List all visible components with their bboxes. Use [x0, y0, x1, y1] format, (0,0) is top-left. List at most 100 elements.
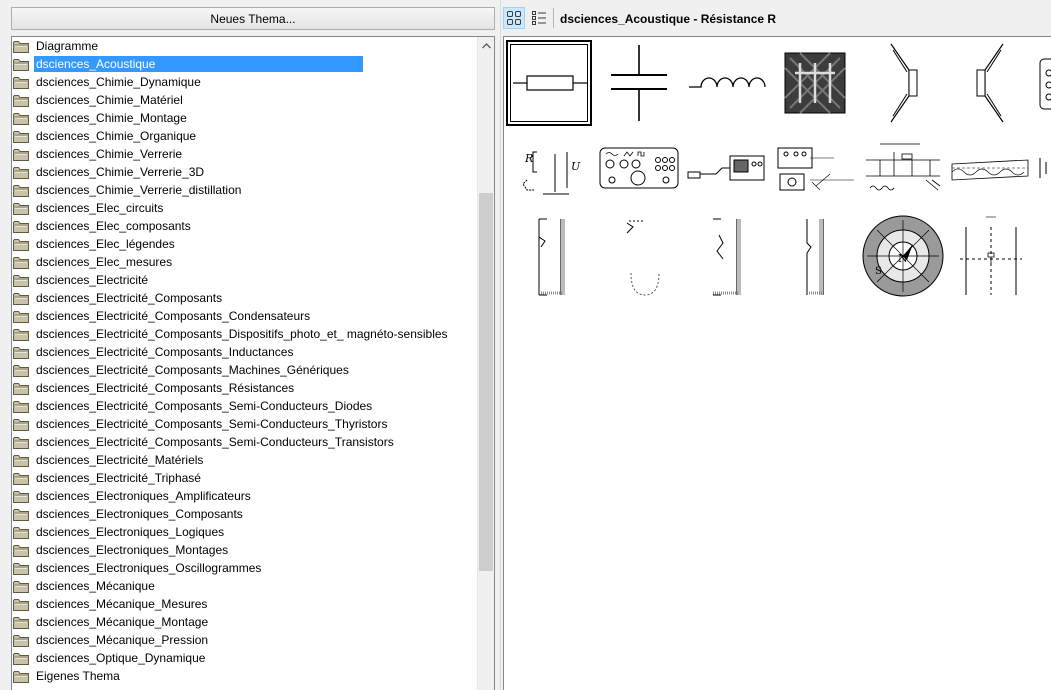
theme-tree-item-label: dsciences_Mécanique: [36, 579, 155, 593]
theme-tree-item[interactable]: dsciences_Chimie_Verrerie_3D: [12, 163, 479, 181]
theme-tree-item[interactable]: dsciences_Electroniques_Montages: [12, 541, 479, 559]
capacitor-symbol-icon: [611, 45, 667, 121]
theme-tree-item[interactable]: dsciences_Optique_Dynamique: [12, 649, 479, 667]
theme-tree-item-label: dsciences_Mécanique_Pression: [36, 633, 209, 647]
thumb-14[interactable]: [506, 213, 592, 299]
new-theme-button[interactable]: Neues Thema...: [11, 7, 495, 30]
folder-icon: [13, 652, 29, 665]
folder-icon: [13, 94, 29, 107]
theme-tree-item[interactable]: dsciences_Chimie_Organique: [12, 127, 479, 145]
thumb-8[interactable]: [596, 127, 682, 213]
thumb-4[interactable]: [860, 40, 946, 126]
theme-tree-item-label: dsciences_Electroniques_Oscillogrammes: [36, 561, 262, 575]
theme-tree-item-label: dsciences_Electricité_Composants_Condens…: [36, 309, 311, 323]
thumb-17[interactable]: [772, 213, 858, 299]
theme-tree-item-label: Diagramme: [36, 39, 99, 53]
thumb-19[interactable]: [948, 213, 1034, 299]
scrollbar-thumb[interactable]: [479, 193, 493, 571]
wave-tube-icon: [951, 159, 1029, 181]
folder-icon: [13, 256, 29, 269]
thumb-9[interactable]: [684, 127, 770, 213]
folder-icon: [13, 562, 29, 575]
folder-icon: [13, 526, 29, 539]
theme-tree-item[interactable]: dsciences_Electricité_Composants: [12, 289, 479, 307]
theme-tree-item[interactable]: dsciences_Mécanique_Montage: [12, 613, 479, 631]
thumb-5[interactable]: [948, 40, 1034, 126]
theme-tree-item[interactable]: Diagramme: [12, 37, 479, 55]
field-diagram-icon: [960, 216, 1022, 295]
thumb-2[interactable]: [684, 40, 770, 126]
thumb-10[interactable]: [772, 127, 858, 213]
folder-icon: [13, 58, 29, 71]
folder-icon: [13, 238, 29, 251]
theme-tree-item-label: dsciences_Mécanique_Montage: [36, 615, 209, 629]
scroll-up-arrow-icon[interactable]: [478, 37, 494, 54]
theme-tree-item[interactable]: dsciences_Elec_circuits: [12, 199, 479, 217]
folder-icon: [13, 580, 29, 593]
theme-tree-item[interactable]: dsciences_Acoustique: [12, 55, 479, 73]
theme-tree-item[interactable]: dsciences_Electricité_Matériels: [12, 451, 479, 469]
theme-tree-item[interactable]: Eigenes Thema: [12, 667, 479, 685]
theme-tree-item-label: dsciences_Chimie_Dynamique: [36, 75, 201, 89]
theme-tree-item[interactable]: dsciences_Elec_légendes: [12, 235, 479, 253]
pane-splitter[interactable]: [500, 0, 501, 690]
thumb-18[interactable]: N S: [860, 213, 946, 299]
folder-icon: [13, 274, 29, 287]
theme-tree-item-label: dsciences_Chimie_Matériel: [36, 93, 183, 107]
vertical-scrollbar[interactable]: [477, 37, 494, 690]
thumb-7[interactable]: R U: [506, 127, 592, 213]
theme-tree-item[interactable]: dsciences_Electricité_Composants_Semi-Co…: [12, 397, 479, 415]
folder-icon: [13, 148, 29, 161]
measurement-setup-icon: [777, 147, 854, 191]
theme-tree-item[interactable]: dsciences_Elec_mesures: [12, 253, 479, 271]
theme-tree-list[interactable]: Diagramme dsciences_Acoustique dsciences_C…: [11, 36, 495, 690]
theme-tree-item[interactable]: dsciences_Chimie_Verrerie_distillation: [12, 181, 479, 199]
theme-tree-item[interactable]: dsciences_Mécanique_Pression: [12, 631, 479, 649]
theme-tree-item[interactable]: dsciences_Electroniques_Logiques: [12, 523, 479, 541]
theme-tree-item-label: dsciences_Electricité_Composants_Semi-Co…: [36, 435, 394, 449]
theme-tree-item[interactable]: dsciences_Electricité: [12, 271, 479, 289]
theme-tree-item-label: dsciences_Electricité_Composants_Machine…: [36, 363, 349, 377]
thumb-16[interactable]: [684, 213, 770, 299]
theme-tree-item[interactable]: dsciences_Electroniques_Composants: [12, 505, 479, 523]
folder-icon: [13, 346, 29, 359]
theme-tree-item[interactable]: dsciences_Electroniques_Oscillogrammes: [12, 559, 479, 577]
theme-tree-item[interactable]: dsciences_Electricité_Composants_Semi-Co…: [12, 433, 479, 451]
theme-tree-item[interactable]: dsciences_Electricité_Composants_Machine…: [12, 361, 479, 379]
thumb-3[interactable]: [772, 40, 858, 126]
thumb-6[interactable]: [1020, 40, 1051, 126]
theme-tree-item[interactable]: dsciences_Electricité_Composants_Disposi…: [12, 325, 479, 343]
thumb-13[interactable]: [1036, 127, 1051, 213]
list-view-button[interactable]: [528, 7, 550, 29]
thumb-1[interactable]: [596, 40, 682, 126]
theme-tree-item[interactable]: dsciences_Electroniques_Amplificateurs: [12, 487, 479, 505]
theme-tree-item[interactable]: dsciences_Electricité_Composants_Inducta…: [12, 343, 479, 361]
theme-tree-item-label: dsciences_Electricité_Composants_Inducta…: [36, 345, 294, 359]
folder-icon: [13, 166, 29, 179]
theme-tree-item-label: dsciences_Chimie_Verrerie_distillation: [36, 183, 242, 197]
theme-tree-item[interactable]: dsciences_Chimie_Dynamique: [12, 73, 479, 91]
folder-icon: [13, 508, 29, 521]
tube-pipe-2-icon: [626, 220, 660, 296]
theme-tree-item[interactable]: dsciences_Chimie_Montage: [12, 109, 479, 127]
theme-tree-item[interactable]: dsciences_Mécanique: [12, 577, 479, 595]
theme-tree-item[interactable]: dsciences_Electricité_Triphasé: [12, 469, 479, 487]
thumb-15[interactable]: [596, 213, 682, 299]
theme-tree-item[interactable]: dsciences_Chimie_Verrerie: [12, 145, 479, 163]
theme-tree-item[interactable]: dsciences_Chimie_Matériel: [12, 91, 479, 109]
theme-tree-item[interactable]: dsciences_Electricité_Composants_Résista…: [12, 379, 479, 397]
thumb-12[interactable]: [948, 127, 1034, 213]
theme-tree-item[interactable]: dsciences_Electricité_Composants_Semi-Co…: [12, 415, 479, 433]
theme-tree-item[interactable]: dsciences_Elec_composants: [12, 217, 479, 235]
theme-tree-item-label: dsciences_Elec_circuits: [36, 201, 164, 215]
thumb-0[interactable]: [506, 40, 592, 126]
wave-tube-partial-icon: [1039, 158, 1047, 178]
theme-tree-item[interactable]: dsciences_Mécanique_Mesures: [12, 595, 479, 613]
folder-icon: [13, 184, 29, 197]
theme-tree-item[interactable]: dsciences_Electricité_Composants_Condens…: [12, 307, 479, 325]
folder-icon: [13, 490, 29, 503]
theme-tree-item-label: dsciences_Acoustique: [34, 56, 364, 72]
grid-view-button[interactable]: [503, 7, 525, 29]
thumb-11[interactable]: [860, 127, 946, 213]
resistor-symbol-icon: [513, 75, 587, 91]
